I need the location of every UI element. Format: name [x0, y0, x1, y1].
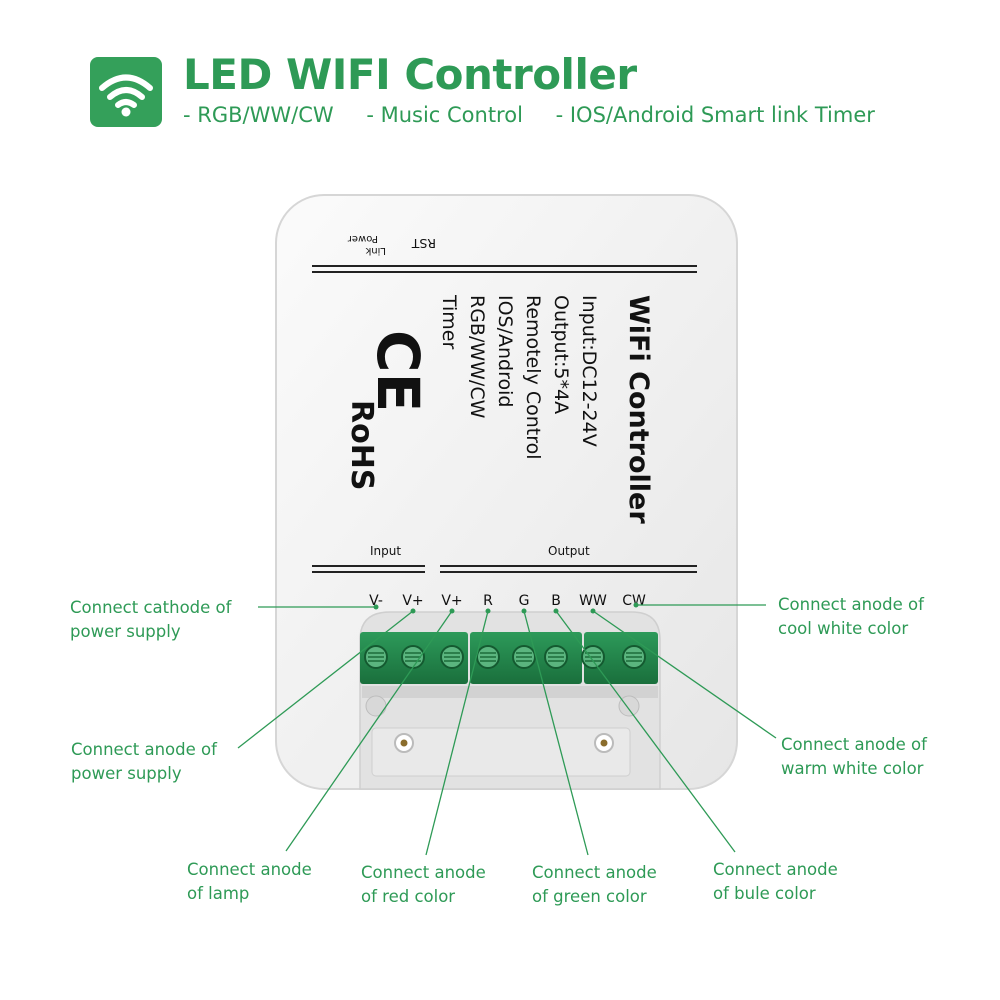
wifi-icon	[99, 74, 153, 117]
spec-line: Remotely Control	[522, 295, 544, 460]
input-section-label: Input	[370, 544, 401, 558]
spec-line: Input:DC12-24V	[578, 295, 600, 447]
terminal-label: B	[551, 593, 561, 609]
callout-red: Connect anode of red color	[361, 863, 486, 906]
callout-blue: Connect anode of bule color	[713, 860, 838, 903]
page-title: LED WIFI Controller	[183, 50, 637, 99]
terminal-label: V+	[402, 593, 423, 609]
power-label: Power	[347, 233, 378, 244]
callout-ww: Connect anode of warm white color	[781, 735, 927, 778]
rst-label: RST	[411, 236, 436, 251]
feature-item: - RGB/WW/CW	[183, 103, 334, 127]
feature-list: - RGB/WW/CW - Music Control - IOS/Androi…	[183, 103, 901, 127]
ce-mark: CE	[364, 330, 432, 412]
terminal-label: CW	[622, 593, 646, 609]
rohs-mark: RoHS	[344, 400, 379, 490]
callout-cw: Connect anode of cool white color	[778, 595, 924, 638]
callout-v-plus-lamp: Connect anode of lamp	[187, 860, 312, 903]
terminal-label: V+	[441, 593, 462, 609]
spec-line: Output:5*4A	[550, 295, 572, 414]
spec-line: RGB/WW/CW	[466, 295, 488, 419]
terminal-label: V-	[369, 593, 383, 609]
callout-v-plus-power: Connect anode of power supply	[71, 740, 217, 783]
link-label: Link	[365, 245, 386, 256]
callout-v-minus: Connect cathode of power supply	[70, 598, 232, 641]
spec-line: IOS/Android	[494, 295, 516, 407]
feature-item: - Music Control	[366, 103, 523, 127]
spec-line: Timer	[438, 294, 460, 349]
wifi-badge	[90, 57, 162, 127]
terminal-label: G	[519, 593, 530, 609]
device-title: WiFi Controller	[623, 295, 654, 524]
terminal-label: WW	[579, 593, 607, 609]
terminal-label: R	[483, 593, 493, 609]
feature-item: - IOS/Android Smart link Timer	[555, 103, 875, 127]
callout-green: Connect anode of green color	[532, 863, 657, 906]
output-section-label: Output	[548, 544, 590, 558]
